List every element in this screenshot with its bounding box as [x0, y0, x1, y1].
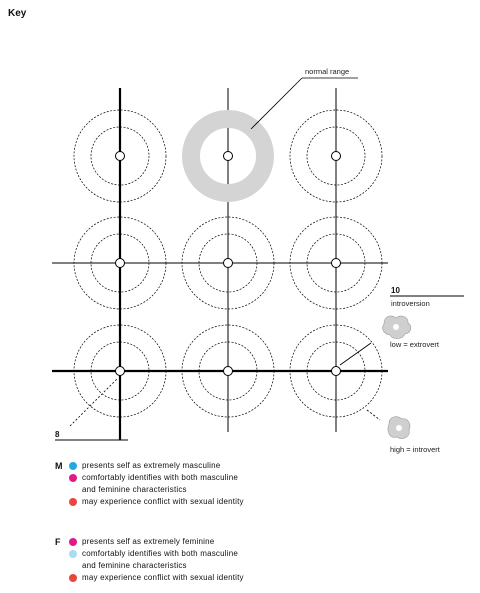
low-extrovert-blob-center — [393, 324, 399, 330]
inner-dashed-circle — [306, 341, 366, 401]
center-marker — [331, 151, 341, 161]
legend-item-text: presents self as extremely masculine — [82, 461, 221, 470]
low-extrovert-leader — [339, 342, 372, 366]
high-introvert-blob-center — [396, 425, 402, 431]
normal-range-ring — [182, 110, 274, 202]
legend-group-label: F — [55, 537, 61, 547]
legend-item-text: comfortably identifies with both masculi… — [82, 473, 239, 482]
legend-color-dot — [69, 474, 77, 482]
legend-item-text: and feminine characteristics — [82, 561, 187, 570]
outer-dashed-circle — [73, 216, 167, 310]
legend-item-text: presents self as extremely feminine — [82, 537, 215, 546]
outer-dashed-circle — [289, 216, 383, 310]
high-introvert-label: high = introvert — [390, 445, 441, 454]
high-introvert-leader — [366, 409, 381, 421]
inner-dashed-circle — [90, 341, 150, 401]
legend-item-text: and feminine characteristics — [82, 485, 187, 494]
outer-dashed-circle — [181, 324, 275, 418]
key-title: Key — [8, 8, 27, 19]
inner-dashed-circle — [306, 126, 366, 186]
inner-dashed-circle — [198, 233, 258, 293]
normal-range-leader — [250, 77, 303, 130]
outer-dashed-circle — [181, 216, 275, 310]
legend-color-dot — [69, 462, 77, 470]
legend-color-dot — [69, 538, 77, 546]
center-marker — [223, 366, 233, 376]
center-marker — [115, 258, 125, 268]
inner-dashed-circle — [90, 126, 150, 186]
inner-dashed-circle — [306, 233, 366, 293]
outer-dashed-circle — [289, 324, 383, 418]
scale-min-leader — [69, 377, 119, 427]
center-marker — [115, 151, 125, 161]
outer-dashed-circle — [73, 324, 167, 418]
legend-item-text: may experience conflict with sexual iden… — [82, 497, 244, 506]
center-marker — [115, 366, 125, 376]
outer-dashed-circle — [73, 109, 167, 203]
center-marker — [223, 258, 233, 268]
center-marker — [331, 366, 341, 376]
legend-color-dot — [69, 498, 77, 506]
legend-group-label: M — [55, 461, 63, 471]
legend-color-dot — [69, 550, 77, 558]
introversion-label: introversion — [391, 299, 430, 308]
scale-min-label: 8 — [55, 430, 60, 439]
normal-range-label: normal range — [305, 67, 349, 76]
legend-item-text: comfortably identifies with both masculi… — [82, 549, 239, 558]
legend-item-text: may experience conflict with sexual iden… — [82, 573, 244, 582]
scale-max-label: 10 — [391, 286, 400, 295]
center-marker — [223, 151, 233, 161]
inner-dashed-circle — [90, 233, 150, 293]
center-marker — [331, 258, 341, 268]
outer-dashed-circle — [289, 109, 383, 203]
low-extrovert-label: low = extrovert — [390, 340, 440, 349]
inner-dashed-circle — [198, 341, 258, 401]
legend-color-dot — [69, 574, 77, 582]
